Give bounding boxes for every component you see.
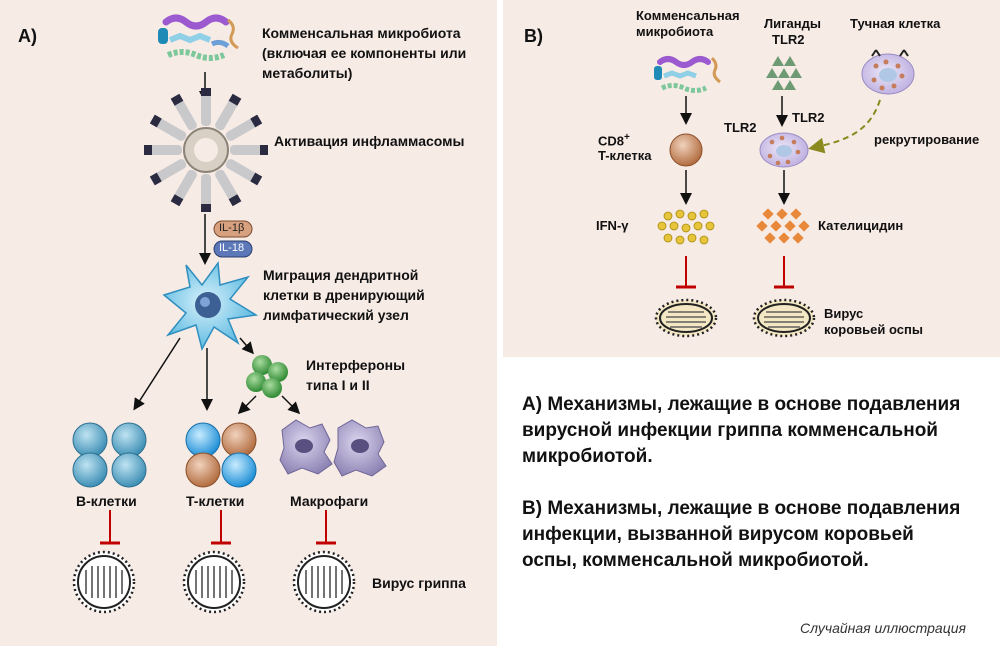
cd8-label: CD8+ bbox=[598, 132, 630, 149]
tlr2-right-label: TLR2 bbox=[792, 110, 825, 125]
inflammasome-icon bbox=[144, 88, 268, 212]
t-cells-icon bbox=[185, 422, 257, 488]
t-cells-label: T-клетки bbox=[186, 493, 245, 509]
influenza-virus-icon bbox=[72, 550, 136, 614]
microbiota-b-line1: Комменсальная bbox=[636, 8, 740, 23]
dendritic-label-line1: Миграция дендритной bbox=[263, 267, 419, 283]
microbiota-icon bbox=[158, 14, 239, 61]
microbiota-icon-b bbox=[654, 56, 721, 93]
il-1b-pill bbox=[213, 220, 253, 238]
ifn-gamma-dots bbox=[657, 209, 715, 245]
il-18-label: IL-18 bbox=[219, 242, 245, 254]
microbiota-label-line3: метаболиты) bbox=[262, 65, 353, 81]
tlr2-ligands-icon bbox=[766, 56, 802, 90]
tlr2-left-label: TLR2 bbox=[724, 120, 757, 135]
interferons-label-line2: типа I и II bbox=[306, 377, 370, 393]
dendritic-label-line3: лимфатический узел bbox=[263, 307, 409, 323]
caption-b-line2: инфекции, вызванной вирусом коровьей bbox=[522, 524, 914, 545]
vaccinia-virus-icon bbox=[752, 298, 816, 338]
microbiota-label-line2: (включая ее компоненты или bbox=[262, 45, 467, 61]
t-cell-label: T-клетка bbox=[598, 148, 652, 163]
caption-a-line2: вирусной инфекции гриппа комменсальной bbox=[522, 420, 938, 441]
ligands-line2: TLR2 bbox=[772, 32, 805, 47]
il-18-pill bbox=[213, 240, 253, 258]
influenza-virus-icon bbox=[292, 550, 356, 614]
mast-cell-activated-icon bbox=[759, 132, 809, 168]
mast-cell-label: Тучная клетка bbox=[850, 16, 941, 31]
inhibition-marks-b bbox=[676, 256, 794, 289]
cathelicidin-label: Кателицидин bbox=[818, 218, 904, 233]
caption-a-line3: микробиотой. bbox=[522, 446, 653, 467]
vaccinia-label-line1: Вирус bbox=[824, 306, 864, 321]
microbiota-label-line1: Комменсальная микробиота bbox=[262, 25, 461, 41]
b-cells-label: B-клетки bbox=[76, 493, 137, 509]
dendritic-label-line2: клетки в дренирующий bbox=[263, 287, 425, 303]
caption-a-line1: A) Механизмы, лежащие в основе подавлени… bbox=[522, 394, 961, 415]
cd8-t-cell-icon bbox=[669, 133, 703, 167]
panel-b bbox=[503, 0, 1000, 357]
ifn-gamma-label: IFN-γ bbox=[596, 218, 629, 233]
inflammasome-label: Активация инфламмасомы bbox=[274, 133, 465, 149]
recruitment-label: рекрутирование bbox=[874, 132, 980, 147]
mast-cell-icon bbox=[861, 49, 915, 95]
b-cells-icon bbox=[72, 422, 147, 488]
vaccinia-label-line2: коровьей оспы bbox=[824, 322, 923, 337]
inhibition-marks-a bbox=[100, 510, 336, 545]
macrophages-label: Макрофаги bbox=[290, 493, 369, 509]
macrophages-icon bbox=[279, 419, 387, 477]
panel-a bbox=[0, 0, 497, 646]
interferon-icon bbox=[246, 355, 288, 398]
illustration-credit: Случайная иллюстрация bbox=[800, 620, 966, 636]
influenza-virus-label: Вирус гриппа bbox=[372, 575, 466, 591]
vaccinia-virus-icon bbox=[654, 298, 718, 338]
interferons-label-line1: Интерфероны bbox=[306, 357, 406, 373]
panel-b-label: B) bbox=[524, 26, 543, 46]
cathelicidin-diamonds bbox=[756, 208, 810, 244]
influenza-virus-icon bbox=[182, 550, 246, 614]
dendritic-cell-icon bbox=[162, 260, 259, 352]
microbiota-b-line2: микробиота bbox=[636, 24, 714, 39]
panel-a-label: A) bbox=[18, 26, 37, 46]
il-1b-label: IL-1β bbox=[219, 222, 245, 234]
caption-b-line1: B) Механизмы, лежащие в основе подавлени… bbox=[522, 498, 961, 519]
ligands-line1: Лиганды bbox=[764, 16, 821, 31]
caption-b-line3: оспы, комменсальной микробиотой. bbox=[522, 550, 869, 571]
